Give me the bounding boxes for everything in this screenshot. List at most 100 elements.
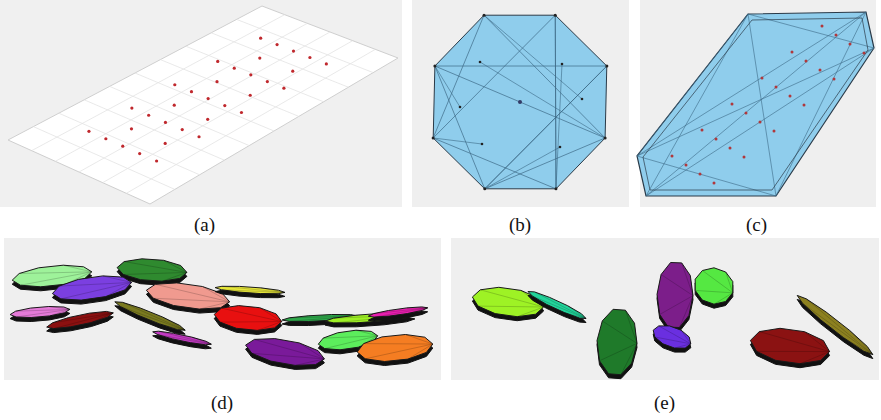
- mesh-edge: [637, 48, 874, 156]
- mesh-edge: [323, 336, 377, 338]
- data-point: [233, 67, 236, 70]
- mesh-edge: [714, 293, 733, 304]
- mesh-edge: [602, 321, 637, 343]
- mesh-edge: [408, 344, 433, 359]
- mesh-edge: [646, 12, 866, 196]
- grid-line: [126, 49, 375, 193]
- hull-top: [357, 335, 433, 362]
- hull-top: [653, 326, 691, 348]
- mesh-edge: [517, 307, 543, 317]
- mesh-edge: [655, 337, 691, 344]
- vertex: [459, 106, 462, 109]
- mesh-edge: [485, 147, 560, 189]
- vertex: [561, 63, 564, 66]
- mesh-edge: [661, 275, 693, 296]
- data-point: [197, 135, 200, 138]
- mesh-edge: [535, 292, 586, 319]
- mesh-edge: [804, 332, 829, 352]
- mesh-edge: [800, 352, 830, 364]
- mesh-edge: [356, 330, 378, 336]
- mesh-edge: [49, 306, 70, 309]
- data-point: [863, 52, 866, 55]
- data-point: [791, 51, 794, 54]
- data-point: [223, 104, 226, 107]
- mesh-edge: [803, 303, 873, 354]
- vertex: [483, 187, 486, 190]
- data-point: [216, 60, 219, 63]
- mesh-edge: [103, 276, 132, 283]
- mesh-edge: [646, 14, 748, 196]
- data-point: [155, 159, 158, 162]
- mesh-edge: [221, 308, 281, 321]
- data-point: [130, 127, 133, 130]
- mesh-edge: [222, 286, 285, 292]
- hull-top: [215, 286, 285, 293]
- data-point: [173, 104, 176, 107]
- mesh-edge: [675, 344, 691, 348]
- elongated-hull: [637, 12, 874, 196]
- mesh-edge: [433, 15, 555, 138]
- mesh-edge: [702, 271, 732, 293]
- vertex: [559, 146, 562, 149]
- vertex: [605, 65, 608, 68]
- grid-line: [55, 23, 307, 161]
- mesh-edge: [646, 48, 874, 196]
- mesh-edge: [850, 330, 873, 354]
- mesh-edge: [59, 282, 132, 286]
- vertex: [581, 98, 584, 101]
- data-point: [699, 173, 702, 176]
- data-point: [835, 34, 838, 37]
- mesh-edge: [374, 308, 427, 317]
- mesh-edge: [63, 265, 91, 272]
- mesh-edge: [89, 312, 113, 313]
- mesh-edge: [621, 343, 637, 374]
- hull-top: [597, 309, 637, 374]
- data-point: [121, 145, 124, 148]
- mesh-edge: [405, 334, 432, 344]
- hull-top: [695, 268, 733, 304]
- mesh-edge: [295, 359, 324, 365]
- mesh-edge: [844, 338, 873, 355]
- mesh-edge: [485, 138, 605, 189]
- data-point: [759, 121, 762, 124]
- hull-face: [433, 15, 607, 189]
- vertex: [554, 187, 557, 190]
- hull-top: [368, 307, 427, 317]
- vertex: [479, 61, 482, 64]
- mesh-edge: [106, 282, 132, 296]
- mesh-edge: [637, 14, 748, 156]
- mesh-edge: [660, 296, 693, 315]
- panel-label: (a): [194, 214, 215, 236]
- mesh-edge: [162, 272, 187, 281]
- mesh-edge: [637, 12, 866, 156]
- mesh-edge: [260, 308, 282, 322]
- data-point: [190, 90, 193, 93]
- data-point: [743, 156, 746, 159]
- panel-label: (c): [746, 214, 767, 236]
- data-point: [671, 155, 674, 158]
- data-point: [731, 103, 734, 106]
- mesh-edge: [555, 15, 557, 189]
- octagon-hull: [432, 14, 609, 191]
- hull-top: [528, 292, 586, 319]
- data-point: [173, 83, 176, 86]
- mesh-edge: [19, 272, 92, 274]
- hull-top: [750, 328, 829, 363]
- vertex: [481, 143, 484, 146]
- mesh-edge: [435, 66, 607, 67]
- panel-ground: [412, 0, 629, 207]
- mesh-edge: [533, 296, 586, 318]
- data-point: [130, 106, 133, 109]
- data-point: [803, 104, 806, 107]
- mesh-edge: [124, 262, 187, 273]
- hull-top: [153, 331, 212, 345]
- data-point: [713, 182, 716, 185]
- data-point: [685, 164, 688, 167]
- hull-face: [637, 12, 874, 196]
- data-point: [259, 37, 262, 40]
- mesh-edge: [757, 351, 830, 352]
- mesh-edge: [806, 299, 873, 355]
- mesh-edge: [480, 62, 605, 138]
- data-point: [282, 87, 285, 90]
